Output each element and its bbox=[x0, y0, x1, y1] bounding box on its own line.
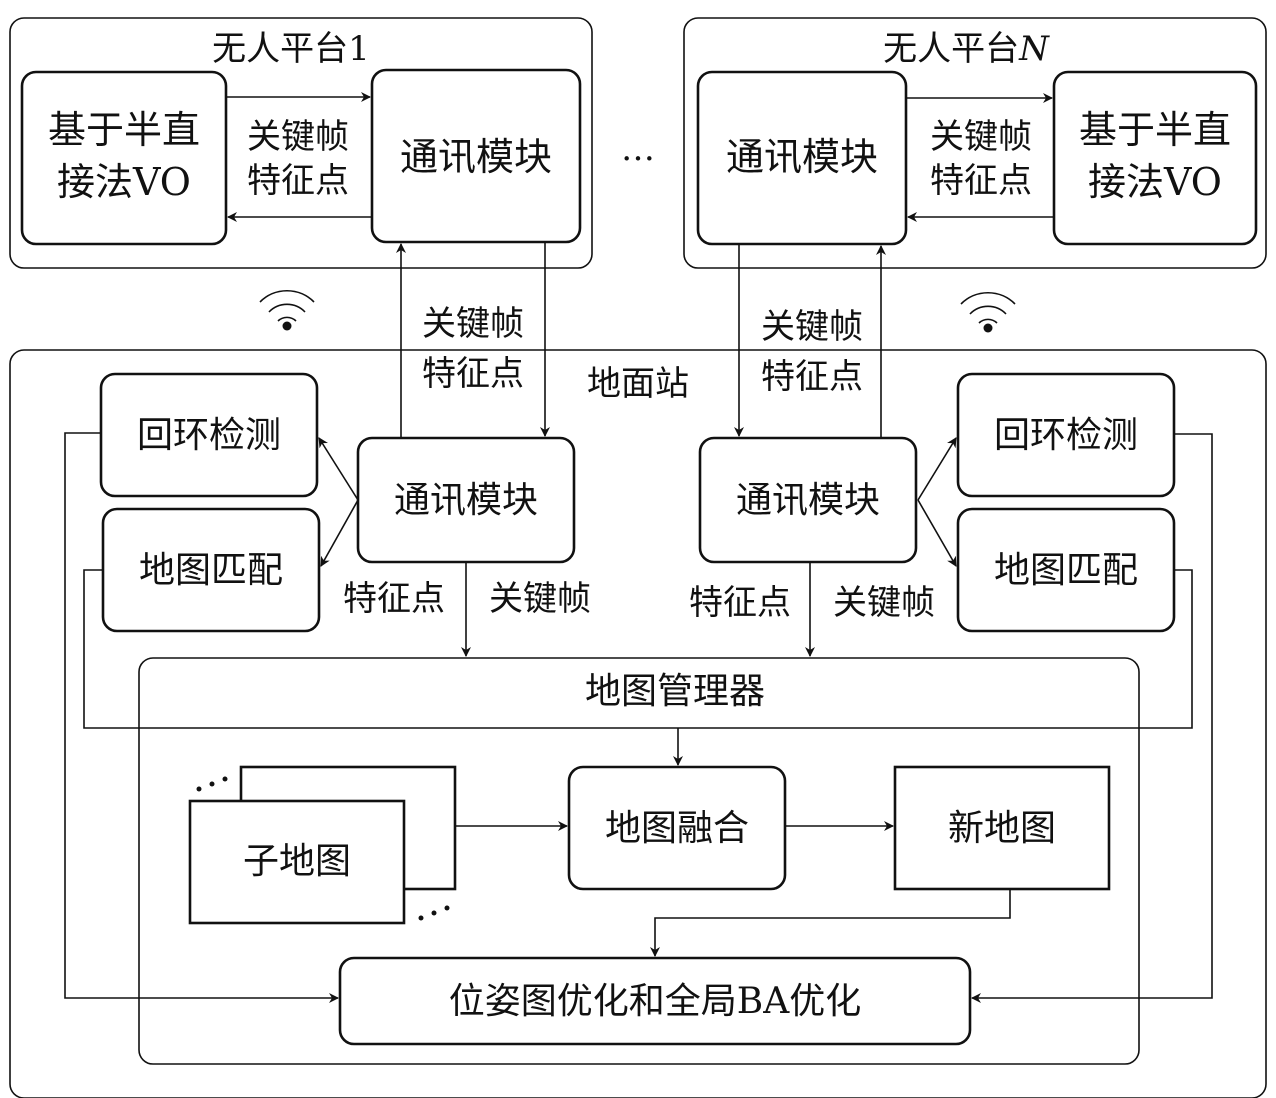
wifi-icon bbox=[960, 291, 1016, 333]
platformN-frame bbox=[683, 17, 1267, 269]
uplink-left-label2: 特征点 bbox=[422, 354, 524, 394]
submap-ellipsis-top bbox=[196, 776, 228, 792]
match-left-line bbox=[83, 569, 678, 729]
new-map-label: 新地图 bbox=[948, 808, 1056, 849]
ground-right-kf-label: 关键帧 bbox=[833, 583, 935, 623]
platformN-vo-line1: 基于半直 bbox=[1079, 108, 1231, 152]
ground-right-match-label: 地图匹配 bbox=[994, 550, 1138, 591]
map-manager-frame bbox=[138, 657, 1140, 1065]
ground-left-arrow-to-loop bbox=[318, 437, 359, 501]
map-fusion-label: 地图融合 bbox=[605, 808, 749, 849]
ground-right-comm-box bbox=[698, 436, 918, 564]
platformN-link-line2: 特征点 bbox=[930, 161, 1032, 201]
uplink-left-label1: 关键帧 bbox=[422, 304, 524, 344]
optimize-box bbox=[338, 956, 972, 1046]
ground-left-loop-box bbox=[99, 372, 319, 498]
platform1-vo-line1: 基于半直 bbox=[48, 108, 200, 152]
ground-left-feat-label: 特征点 bbox=[343, 579, 445, 619]
submap-ellipsis-bottom bbox=[418, 905, 450, 921]
match-right-line bbox=[678, 569, 1193, 729]
platformN-title-suffix: N bbox=[1018, 29, 1050, 69]
new-map-box bbox=[893, 765, 1111, 891]
wifi-icon bbox=[259, 289, 315, 331]
loop-left-line bbox=[64, 432, 339, 1003]
ground-right-loop-label: 回环检测 bbox=[994, 415, 1138, 456]
platform-ellipsis: … bbox=[621, 129, 655, 169]
ground-right-arrow-to-match bbox=[917, 499, 957, 567]
platform1-link-line2: 特征点 bbox=[247, 161, 349, 201]
submap-label: 子地图 bbox=[243, 841, 351, 882]
submap-front-box bbox=[188, 799, 406, 925]
ground-left-comm-label: 通讯模块 bbox=[394, 480, 538, 521]
map-manager-title: 地图管理器 bbox=[585, 671, 765, 712]
newmap-to-optimize-line bbox=[650, 889, 1011, 957]
optimize-label: 位姿图优化和全局BA优化 bbox=[449, 981, 861, 1022]
platform1-vo-line2: 接法VO bbox=[57, 160, 191, 204]
ground-station-title: 地面站 bbox=[587, 364, 689, 404]
platform1-comm-box bbox=[370, 68, 582, 244]
platform1-title: 无人平台1 bbox=[212, 29, 370, 69]
platform1-comm-label: 通讯模块 bbox=[400, 135, 552, 179]
platform1-frame bbox=[9, 17, 593, 269]
loop-right-line bbox=[971, 433, 1213, 1003]
map-fusion-box bbox=[567, 765, 787, 891]
platformN-title-prefix: 无人平台 bbox=[883, 29, 1019, 69]
ground-right-loop-box bbox=[956, 372, 1176, 498]
platform1-vo-box bbox=[20, 70, 228, 246]
platform1-link-line1: 关键帧 bbox=[247, 117, 349, 157]
ground-station-frame bbox=[9, 349, 1267, 1098]
ground-right-comm-label: 通讯模块 bbox=[736, 480, 880, 521]
uplink-right-label1: 关键帧 bbox=[761, 307, 863, 347]
platformN-comm-box bbox=[696, 70, 908, 246]
uplink-right-label2: 特征点 bbox=[761, 357, 863, 397]
ground-left-arrow-to-match bbox=[320, 499, 359, 567]
ground-left-loop-label: 回环检测 bbox=[137, 415, 281, 456]
platformN-link-line1: 关键帧 bbox=[930, 117, 1032, 157]
platformN-comm-label: 通讯模块 bbox=[726, 135, 878, 179]
ground-left-kf-label: 关键帧 bbox=[489, 579, 591, 619]
platformN-vo-box bbox=[1052, 70, 1258, 246]
ground-right-arrow-to-loop bbox=[917, 437, 957, 501]
ground-left-match-label: 地图匹配 bbox=[139, 550, 283, 591]
platformN-title: 无人平台N bbox=[883, 29, 1050, 69]
ground-right-feat-label: 特征点 bbox=[689, 583, 791, 623]
platformN-vo-line2: 接法VO bbox=[1088, 160, 1222, 204]
